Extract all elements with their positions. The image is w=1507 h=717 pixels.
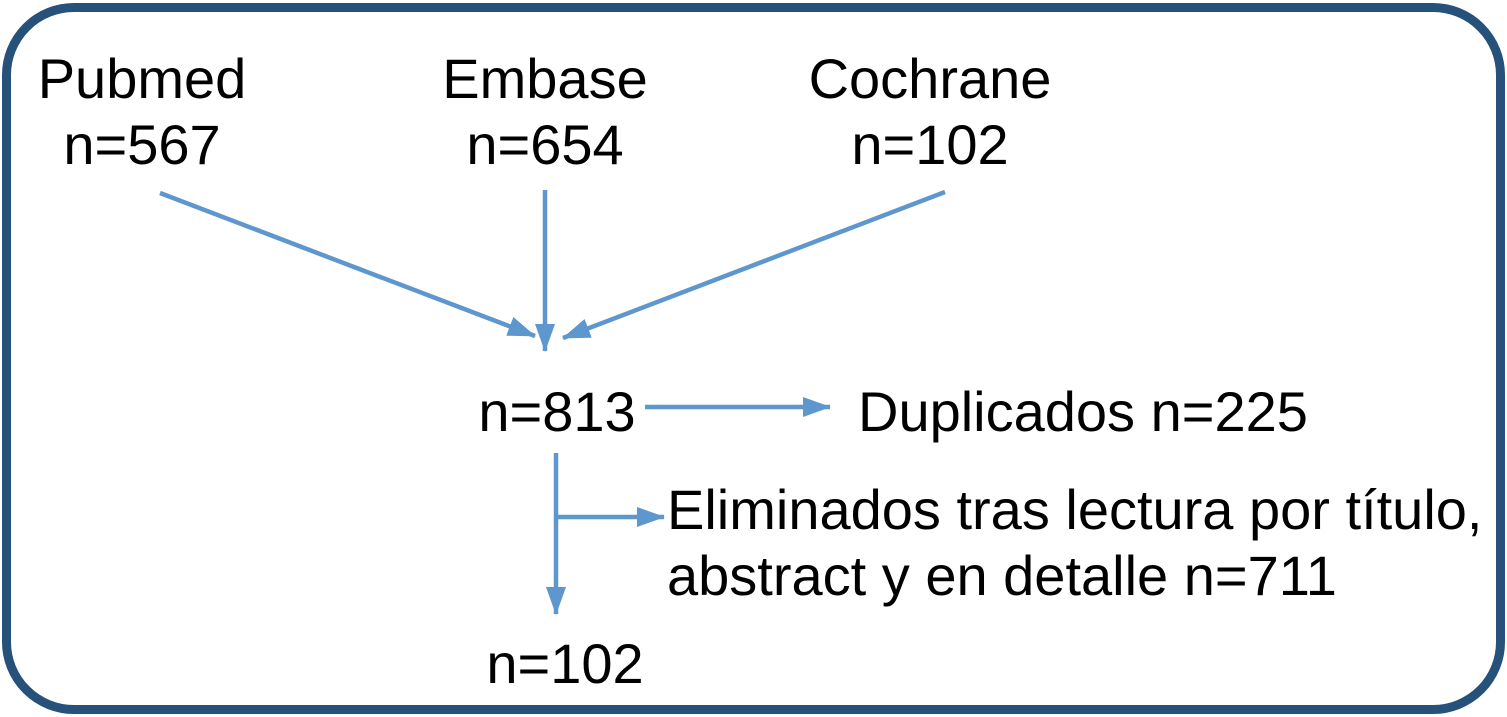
source-name: Cochrane — [808, 47, 1052, 110]
pooled-count: n=813 — [478, 380, 636, 443]
source-block-pubmed: Pubmed n=567 — [17, 46, 267, 178]
source-count: n=102 — [851, 113, 1009, 176]
excluded-label-line2: abstract y en detalle n=711 — [667, 544, 1337, 607]
source-count: n=567 — [63, 113, 221, 176]
excluded-label: Eliminados tras lectura por título, abst… — [667, 477, 1482, 609]
source-block-embase: Embase n=654 — [420, 46, 670, 178]
duplicates-label: Duplicados n=225 — [858, 380, 1308, 443]
diagram-border-frame — [2, 3, 1505, 714]
source-block-cochrane: Cochrane n=102 — [805, 46, 1055, 178]
excluded-label-line1: Eliminados tras lectura por título, — [667, 478, 1483, 541]
source-name: Embase — [442, 47, 648, 110]
source-count: n=654 — [466, 113, 624, 176]
source-name: Pubmed — [37, 47, 247, 110]
final-count: n=102 — [486, 632, 644, 695]
